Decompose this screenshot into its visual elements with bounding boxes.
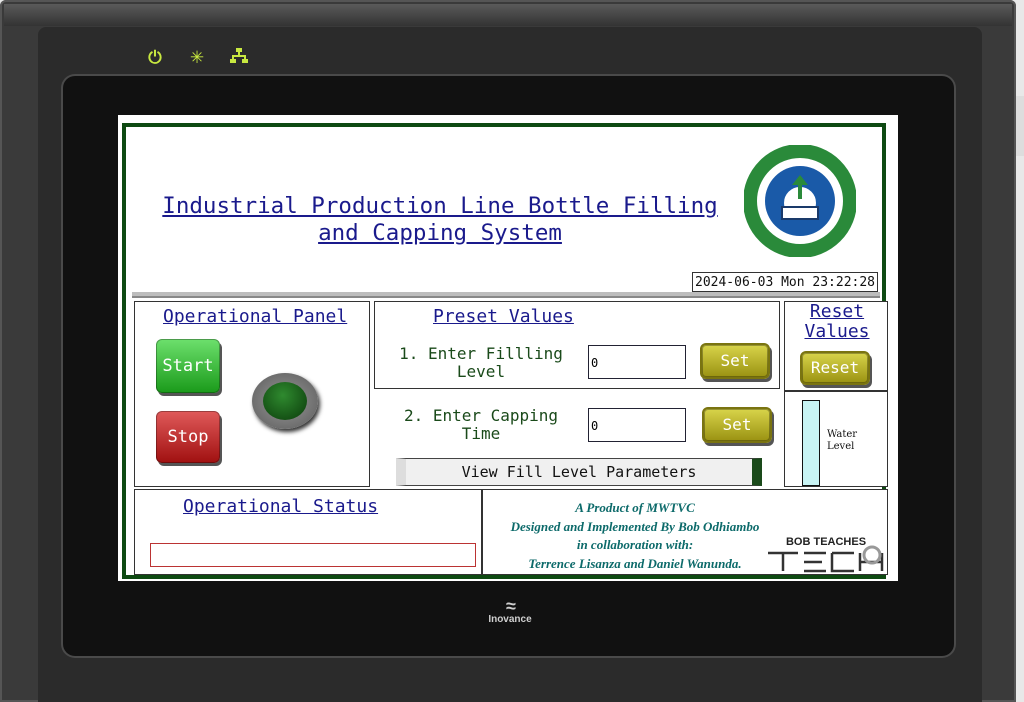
- reset-title-line2: Values: [804, 321, 870, 342]
- capping-time-input[interactable]: 0: [588, 408, 686, 442]
- college-logo: [744, 145, 856, 257]
- brand-logo: ≈ Inovance: [470, 596, 550, 625]
- credits-panel: [482, 489, 888, 575]
- capping-time-label: 2. Enter Capping Time: [388, 407, 574, 443]
- bezel-top-edge: [4, 4, 1012, 26]
- capping-set-button[interactable]: Set: [702, 407, 772, 443]
- credits-line1: A Product of MWTVC: [575, 500, 695, 515]
- credits-line4: Terrence Lisanza and Daniel Wanunda.: [528, 555, 742, 571]
- cap-label-line1: 2. Enter Capping: [403, 406, 559, 425]
- fill-level-input[interactable]: 0: [588, 345, 686, 379]
- operational-status-field: [150, 543, 476, 567]
- cap-label-line2: Time: [461, 424, 501, 443]
- title-line1: Industrial Production Line Bottle Fillin…: [162, 193, 718, 219]
- fill-set-button[interactable]: Set: [700, 343, 770, 379]
- view-fill-level-parameters-button[interactable]: View Fill Level Parameters: [396, 458, 762, 486]
- start-button[interactable]: Start: [156, 339, 220, 393]
- credits-line3: in collaboration with:: [576, 537, 694, 552]
- water-label-line2: Level: [827, 441, 855, 452]
- credits-text: A Product of MWTVC Designed and Implemen…: [490, 499, 780, 573]
- sun-icon: ✳: [189, 48, 205, 68]
- running-indicator-lamp: [252, 373, 318, 429]
- title-line2: and Capping System: [318, 220, 562, 246]
- hmi-main-frame: Industrial Production Line Bottle Fillin…: [122, 123, 889, 579]
- fill-label-line1: 1. Enter Fillling: [399, 344, 563, 363]
- svg-text:BOB TEACHES: BOB TEACHES: [786, 536, 866, 548]
- reset-values-title: Reset Values: [785, 302, 889, 342]
- water-level-tank: [802, 400, 820, 486]
- window-edge: [1016, 96, 1024, 156]
- fill-label-line2: Level: [456, 362, 506, 381]
- fill-level-label: 1. Enter Fillling Level: [388, 345, 574, 381]
- reset-title-line1: Reset: [809, 301, 865, 322]
- water-level-panel: [784, 391, 888, 487]
- brand-name: Inovance: [488, 614, 532, 625]
- datetime-display: 2024-06-03 Mon 23:22:28: [692, 272, 878, 292]
- operational-status-title: Operational Status: [183, 496, 379, 517]
- operational-panel-title: Operational Panel: [163, 306, 348, 327]
- power-icon: ⏻: [148, 48, 162, 68]
- brand-wave-icon: ≈: [506, 596, 516, 616]
- credits-line2: Designed and Implemented By Bob Odhiambo: [510, 518, 760, 534]
- network-icon: [229, 48, 249, 69]
- header-divider: [132, 292, 880, 298]
- water-label-line1: Water: [827, 429, 858, 440]
- bob-teaches-tech-logo: BOB TEACHES: [768, 536, 884, 573]
- preset-values-title: Preset Values: [433, 306, 574, 327]
- water-level-label: Water Level: [827, 429, 857, 453]
- hmi-screen: Industrial Production Line Bottle Fillin…: [118, 115, 898, 581]
- stop-button[interactable]: Stop: [156, 411, 220, 463]
- status-leds: ⏻ ✳: [145, 48, 249, 69]
- page-title: Industrial Production Line Bottle Fillin…: [136, 193, 744, 247]
- reset-button[interactable]: Reset: [800, 351, 870, 385]
